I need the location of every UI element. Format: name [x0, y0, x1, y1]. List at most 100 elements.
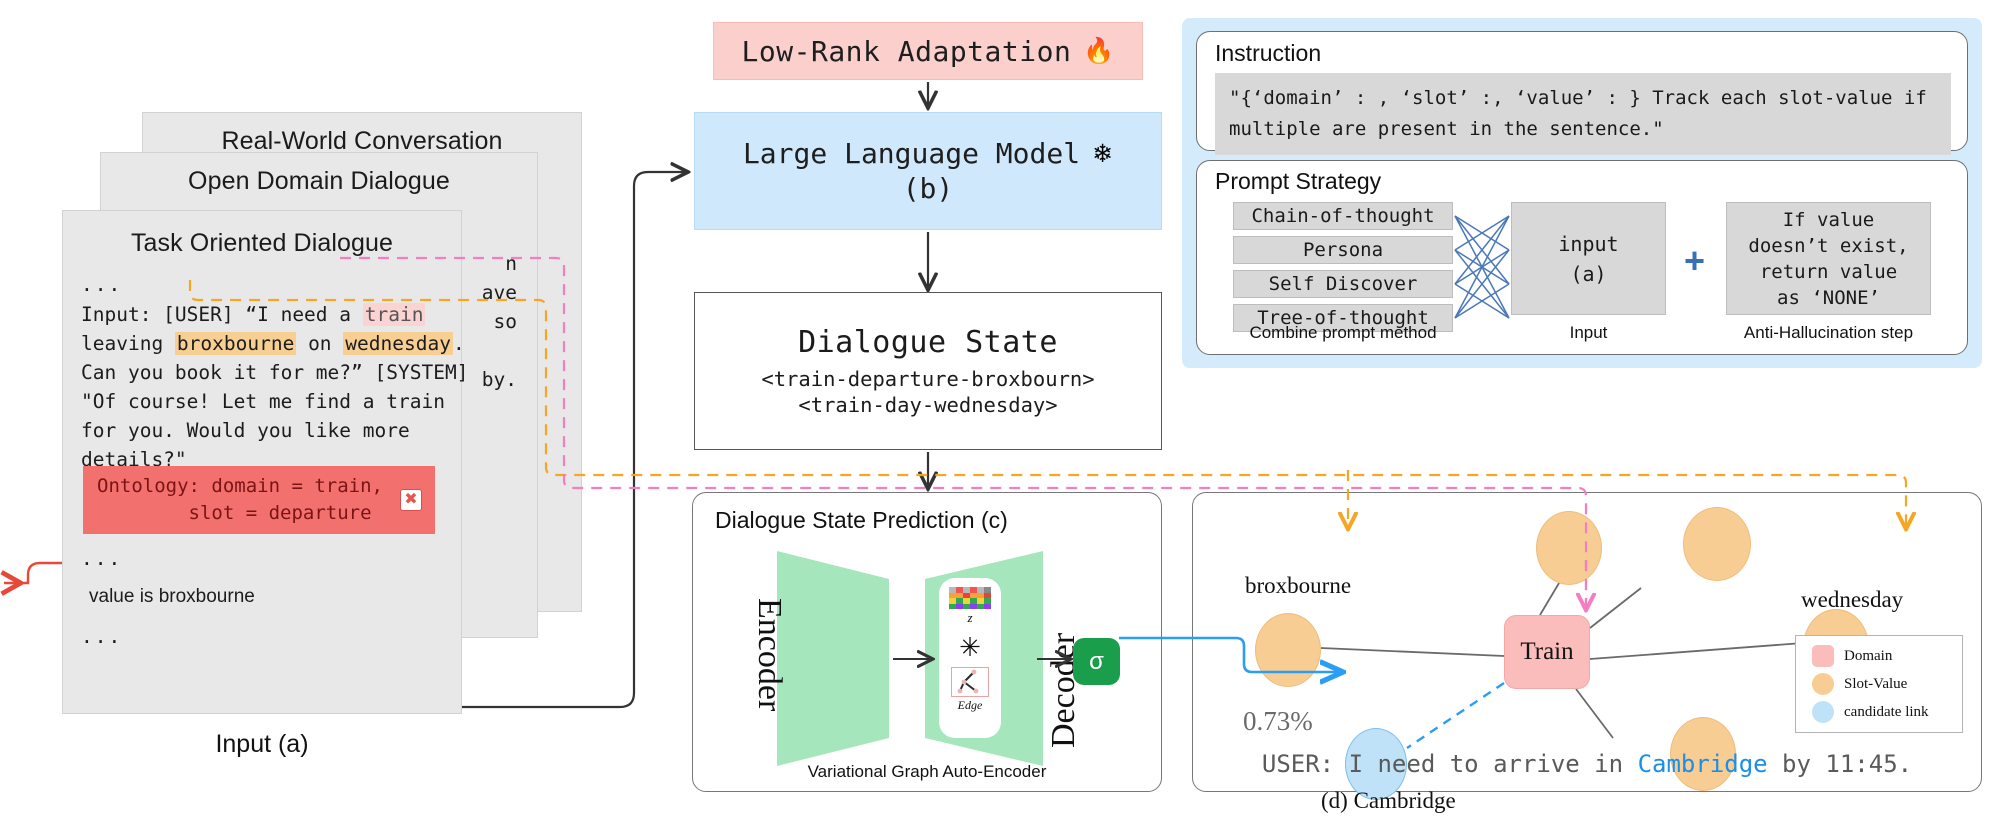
dialogue-line-6: details?"	[81, 448, 187, 471]
input-a-caption: Input (a)	[215, 730, 309, 758]
graph-node-broxbourne[interactable]	[1255, 613, 1321, 687]
llm-label: Large Language Model	[742, 137, 1081, 170]
ellipsis-after-ontology: ...	[81, 547, 123, 570]
dialogue-line-3: Can you book it for me?” [SYSTEM]	[81, 361, 469, 384]
prompt-method-label-0: Chain-of-thought	[1251, 205, 1435, 227]
dialogue-line-2-b: on	[296, 332, 344, 355]
dsp-caption: Variational Graph Auto-Encoder	[807, 762, 1047, 781]
prompt-input-caption: Input	[1569, 323, 1608, 342]
ontology-text: Ontology: domain = train, slot = departu…	[83, 473, 383, 527]
card-task-oriented-dialogue[interactable]: Task Oriented Dialogue ... Input: [USER]…	[62, 210, 469, 714]
knowledge-graph-panel[interactable]: Train broxbourne wednesday (d) Cambridge…	[1192, 492, 1982, 813]
card-real-world-title: Real-World Conversation	[221, 127, 503, 155]
prompt-input-block[interactable]: input (a)	[1511, 202, 1666, 315]
anti-line-3: return value	[1759, 260, 1898, 283]
prompt-construction-panel: Instruction "{‘domain’ : , ‘slot’ :, ‘va…	[1182, 18, 1982, 368]
legend-label-candidate-link: candidate link	[1844, 703, 1929, 720]
graph-node-domain-train[interactable]: Train	[1504, 615, 1590, 689]
graph-user-utterance: USER: I need to arrive in Cambridge by 1…	[1193, 750, 1981, 778]
instruction-line-2: multiple are present in the sentence."	[1229, 118, 1664, 140]
prompt-method-label-2: Self Discover	[1268, 273, 1418, 295]
legend-label-domain: Domain	[1844, 647, 1893, 664]
ontology-line-2: slot = departure	[97, 502, 372, 524]
instruction-line-1: "{‘domain’ : , ‘slot’ :, ‘value’ : } Tra…	[1229, 87, 1927, 109]
z-label: z	[967, 610, 973, 625]
graph-node-candidate-cambridge[interactable]	[1345, 728, 1407, 800]
anti-hallucination-caption: Anti-Hallucination step	[1743, 323, 1914, 342]
anti-line-2: doesn’t exist,	[1748, 234, 1909, 257]
large-language-model-box[interactable]: Large Language Model ❄ (b)	[694, 112, 1162, 230]
dialogue-state-prediction-panel[interactable]: Dialogue State Prediction (c) Encoder De…	[692, 492, 1162, 792]
highlight-train: train	[362, 303, 426, 326]
close-icon[interactable]: ✖	[400, 489, 422, 511]
legend-swatch-domain	[1812, 645, 1834, 667]
anti-line-1: If value	[1782, 208, 1875, 231]
highlight-broxbourne: broxbourne	[174, 332, 297, 355]
dialogue-line-1-text: Input: [USER] “I need a	[81, 303, 363, 326]
encoder-shape	[777, 551, 889, 766]
latent-matrix-icon	[949, 587, 991, 609]
prompt-strategy-card[interactable]: Prompt Strategy Chain-of-thought Persona…	[1196, 160, 1968, 355]
legend-row-candidate-link: candidate link	[1812, 701, 1962, 723]
dsp-title: Dialogue State Prediction (c)	[715, 507, 1008, 533]
prompt-methods-caption: Combine prompt method	[1249, 323, 1437, 342]
highlight-wednesday: wednesday	[343, 332, 453, 355]
utterance-suffix: by 11:45.	[1767, 750, 1913, 778]
dialogue-state-box[interactable]: Dialogue State <train-departure-broxbour…	[694, 292, 1162, 450]
anti-line-4: as ‘NONE’	[1777, 286, 1880, 309]
utterance-highlight: Cambridge	[1637, 750, 1768, 778]
graph-label-wednesday: wednesday	[1801, 587, 1904, 612]
prompt-method-chain-of-thought[interactable]: Chain-of-thought	[1233, 202, 1453, 230]
prompt-input-line-1: input	[1558, 231, 1619, 256]
dialogue-line-4: "Of course! Let me find a train	[81, 390, 445, 413]
ontology-line-1: Ontology: domain = train,	[97, 475, 383, 497]
prompt-method-persona[interactable]: Persona	[1233, 236, 1453, 264]
dialogue-state-title: Dialogue State	[798, 325, 1058, 360]
dialogue-state-line-2: <train-day-wednesday>	[798, 393, 1058, 417]
graph-node-top-left[interactable]	[1536, 511, 1602, 585]
plus-icon: +	[1684, 240, 1706, 281]
sigmoid-node[interactable]: σ	[1073, 638, 1120, 685]
card-open-domain-title: Open Domain Dialogue	[188, 167, 450, 195]
legend-label-slot-value: Slot-Value	[1844, 675, 1908, 692]
dialogue-line-2-c: .	[452, 332, 465, 355]
legend-swatch-slot-value	[1812, 673, 1834, 695]
fire-icon: 🔥	[1083, 36, 1115, 65]
edge-thumbnail	[951, 667, 989, 697]
candidate-edge	[1406, 682, 1505, 749]
ellipsis-bottom: ...	[81, 625, 123, 648]
graph-node-domain-label: Train	[1520, 638, 1574, 665]
graph-label-broxbourne: broxbourne	[1245, 573, 1352, 598]
dialogue-state-line-1: <train-departure-broxbourn>	[761, 367, 1095, 391]
prompt-input-line-2: (a)	[1570, 261, 1607, 286]
graph-node-top-right[interactable]	[1683, 507, 1751, 581]
card-task-oriented-title: Task Oriented Dialogue	[130, 229, 394, 257]
dialogue-line-1: Input: [USER] “I need a train	[81, 300, 445, 329]
prompt-method-self-discover[interactable]: Self Discover	[1233, 270, 1453, 298]
latent-z-box: z ✳ Edge	[939, 578, 1001, 738]
legend-row-domain: Domain	[1812, 645, 1962, 667]
value-line: value is broxbourne	[89, 586, 255, 607]
dialogue-line-2-a: leaving	[81, 332, 175, 355]
anti-hallucination-block[interactable]: If value doesn’t exist, return value as …	[1726, 202, 1931, 315]
graph-probability-label: 0.73%	[1243, 706, 1313, 736]
prompt-method-label-1: Persona	[1302, 239, 1384, 261]
graph-node-bottom-right[interactable]	[1670, 717, 1736, 791]
sigma-label: σ	[1089, 647, 1104, 675]
lora-label: Low-Rank Adaptation	[741, 34, 1072, 68]
ellipsis-top: ...	[81, 273, 123, 296]
dialogue-line-2: leaving broxbourne on wednesday.	[81, 329, 465, 358]
ontology-box[interactable]: Ontology: domain = train, slot = departu…	[83, 466, 435, 534]
graph-label-candidate: (d) Cambridge	[1321, 788, 1456, 813]
edge-label: Edge	[957, 698, 983, 712]
instruction-code: "{‘domain’ : , ‘slot’ :, ‘value’ : } Tra…	[1215, 73, 1951, 155]
legend-row-slot-value: Slot-Value	[1812, 673, 1962, 695]
encoder-label: Encoder	[751, 598, 788, 712]
snowflake-icon: ❄	[1092, 139, 1114, 168]
low-rank-adaptation-box[interactable]: Low-Rank Adaptation 🔥	[713, 22, 1143, 80]
instruction-card[interactable]: Instruction "{‘domain’ : , ‘slot’ :, ‘va…	[1196, 31, 1968, 155]
prompt-strategy-heading: Prompt Strategy	[1215, 168, 1382, 194]
star-icon: ✳	[959, 632, 981, 662]
dialogue-line-5: for you. Would you like more	[81, 419, 410, 442]
llm-sublabel: (b)	[902, 172, 954, 205]
